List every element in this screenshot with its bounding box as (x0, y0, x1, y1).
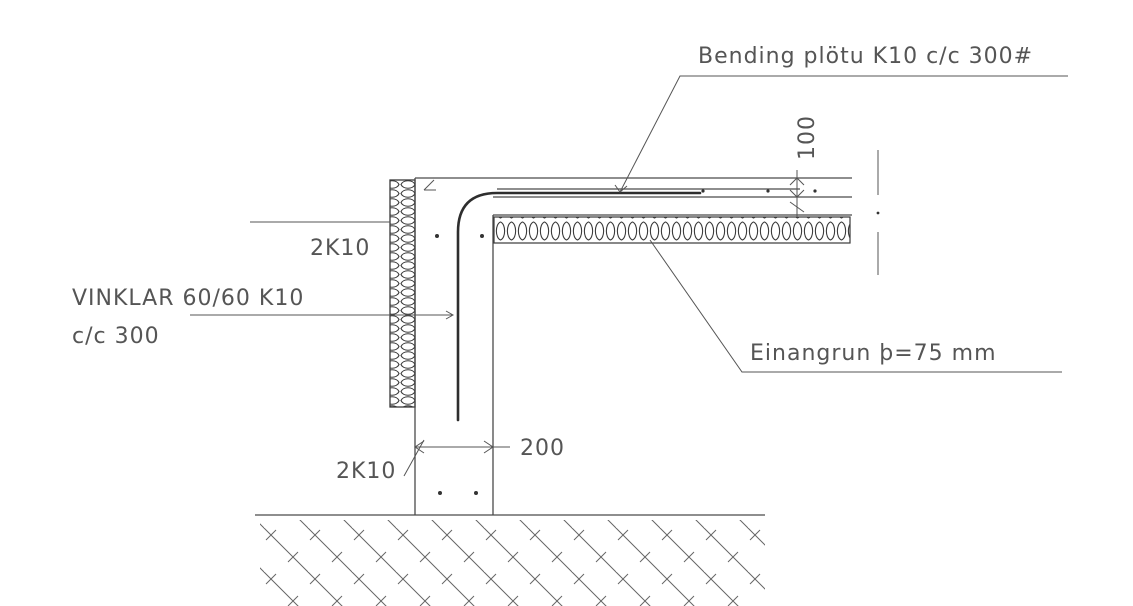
soil-hatch (260, 520, 765, 606)
rebar-bent-bar (456, 191, 702, 422)
dim-200-arrow (414, 440, 494, 454)
dim-100-label: 100 (795, 115, 820, 160)
dim-100-tick (789, 201, 805, 213)
vinklar-leader-arrow (445, 310, 455, 320)
bar-2k10-bottom-label: 2K10 (336, 459, 396, 484)
wall-insulation (389, 179, 416, 408)
bar-2k10-top-label: 2K10 (310, 236, 370, 261)
rebar-dot (766, 189, 770, 193)
bending-leader-arrow (614, 184, 628, 193)
einangrun-label: Einangrun þ=75 mm (750, 341, 997, 366)
break-dot (876, 211, 880, 215)
rebar-dot (701, 189, 705, 193)
dim-200-label: 200 (520, 436, 565, 461)
slab-insulation (493, 216, 851, 244)
einangrun-leader (649, 239, 1062, 373)
rebar-dot (438, 491, 442, 495)
rebar-dot (813, 189, 817, 193)
bar-2k10-bottom-leader (403, 439, 425, 477)
dim-100-arrow (789, 177, 805, 198)
vinklar-label-line1: VINKLAR 60/60 K10 (72, 286, 304, 311)
vinklar-label-line2: c/c 300 (72, 324, 160, 349)
bending-leader (619, 75, 1068, 193)
rebar-dot (474, 491, 478, 495)
rebar-dot (435, 234, 439, 238)
bending-label: Bending plötu K10 c/c 300# (698, 44, 1033, 69)
wall-corner-mark (423, 179, 436, 191)
rebar-dot (480, 234, 484, 238)
